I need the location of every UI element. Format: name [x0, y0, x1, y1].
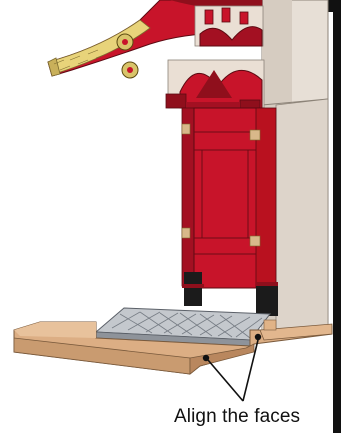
pointer-left	[208, 360, 243, 401]
page-border-right	[333, 0, 341, 433]
pointer-left-tip	[203, 355, 209, 361]
red-door-assembly	[182, 108, 278, 316]
pointer-right-tip	[255, 334, 261, 340]
caption-label: Align the faces	[174, 406, 300, 428]
